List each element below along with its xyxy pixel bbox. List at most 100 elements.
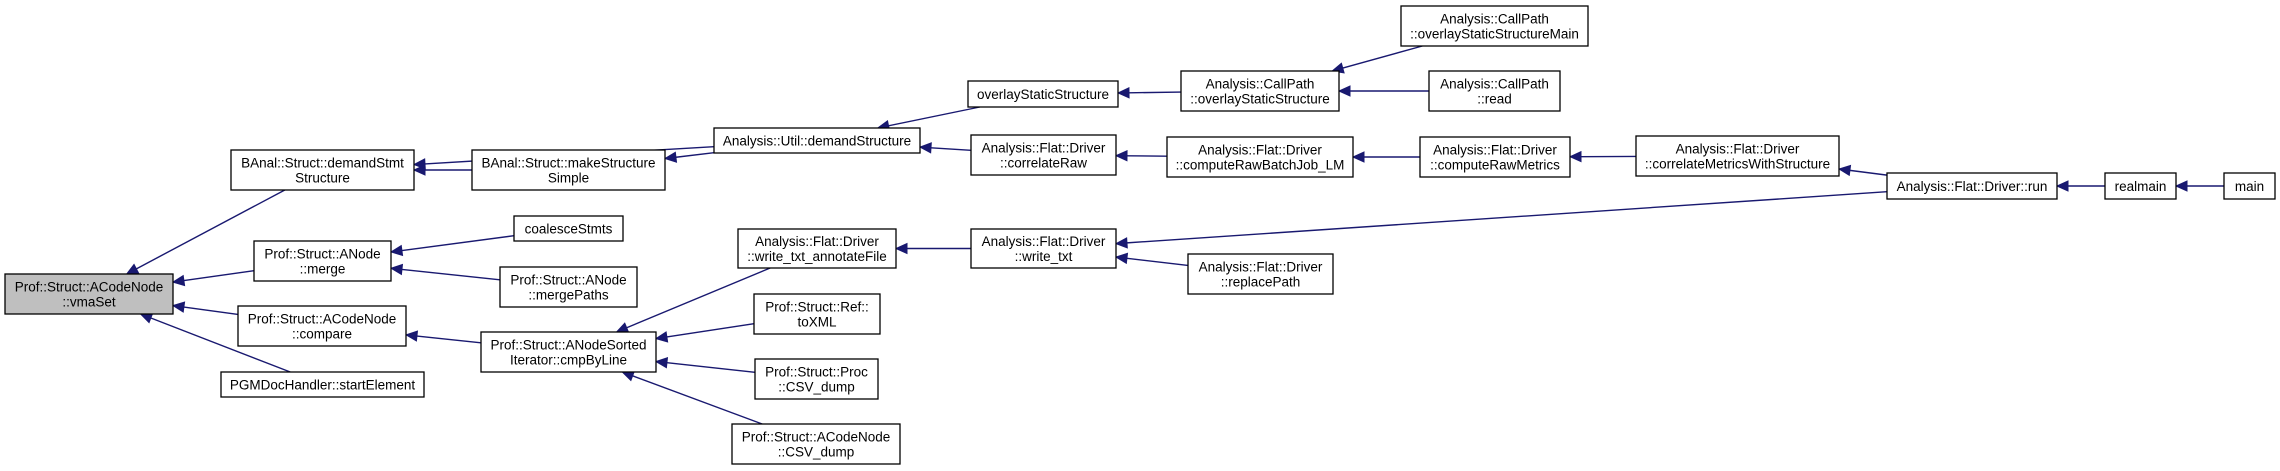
node-coalesce[interactable]: coalesceStmts	[513, 215, 624, 242]
node-label: ::overlayStaticStructureMain	[1410, 27, 1579, 42]
node-label: ::replacePath	[1221, 275, 1301, 290]
edge-cmpByLine-to-compare	[404, 330, 482, 344]
node-mergePaths[interactable]: Prof::Struct::ANode::mergePaths	[499, 266, 638, 308]
edge-merge-to-vmaSet	[171, 269, 255, 287]
arrowhead-icon	[171, 301, 186, 313]
edge-line	[1126, 191, 1888, 244]
node-label: PGMDocHandler::startElement	[230, 378, 416, 393]
node-realmain[interactable]: realmain	[2104, 172, 2177, 200]
edge-rawMetrics-to-batchLM	[1351, 151, 1420, 163]
arrowhead-icon	[918, 142, 932, 154]
arrowhead-icon	[654, 331, 669, 343]
node-label: ::CSV_dump	[778, 445, 855, 460]
arrowhead-icon	[389, 263, 404, 276]
node-box	[253, 240, 392, 282]
node-label: ::write_txt_annotateFile	[747, 249, 887, 264]
node-box	[754, 358, 879, 400]
node-label: Prof::Struct::ACodeNode	[742, 430, 891, 445]
edge-acnCsv-to-cmpByLine	[621, 370, 763, 425]
node-box	[967, 80, 1119, 108]
node-annotate[interactable]: Analysis::Flat::Driver::write_txt_annota…	[737, 228, 897, 269]
node-pgm[interactable]: PGMDocHandler::startElement	[220, 371, 425, 398]
edge-compare-to-vmaSet	[171, 301, 239, 316]
arrowhead-icon	[1837, 164, 1852, 177]
arrowhead-icon	[125, 263, 140, 275]
node-box	[713, 127, 921, 154]
node-box	[1400, 5, 1589, 47]
node-box	[220, 371, 425, 398]
edge-line	[930, 147, 972, 152]
node-cpMain[interactable]: Analysis::CallPath::overlayStaticStructu…	[1400, 5, 1589, 47]
node-corrMetrics[interactable]: Analysis::Flat::Driver::correlateMetrics…	[1635, 135, 1840, 177]
arrowhead-icon	[1114, 149, 1128, 162]
arrowhead-icon	[139, 312, 154, 324]
edge-procCsv-to-cmpByLine	[654, 357, 756, 374]
node-run[interactable]: Analysis::Flat::Driver::run	[1886, 172, 2058, 200]
edge-line	[183, 269, 255, 282]
node-batchLM[interactable]: Analysis::Flat::Driver::computeRawBatchJ…	[1166, 136, 1354, 178]
node-label: Prof::Struct::Proc	[765, 365, 868, 380]
node-cpOverlay[interactable]: Analysis::CallPath::overlayStaticStructu…	[1180, 70, 1340, 112]
node-label: Analysis::Flat::Driver::run	[1897, 179, 2048, 194]
node-box	[513, 215, 624, 242]
node-overlay[interactable]: overlayStaticStructure	[967, 80, 1119, 108]
node-box	[480, 331, 657, 373]
node-utilDemand[interactable]: Analysis::Util::demandStructure	[713, 127, 921, 154]
node-compare[interactable]: Prof::Struct::ACodeNode::compare	[237, 305, 407, 347]
edge-line	[626, 267, 771, 329]
node-cpRead[interactable]: Analysis::CallPath::read	[1428, 70, 1561, 112]
node-replacePath[interactable]: Analysis::Flat::Driver::replacePath	[1187, 253, 1334, 295]
node-corrRaw[interactable]: Analysis::Flat::Driver::correlateRaw	[970, 134, 1117, 176]
arrowhead-icon	[404, 330, 419, 342]
node-label: Analysis::Flat::Driver	[982, 141, 1106, 156]
edge-replacePath-to-writeTxt	[1114, 252, 1189, 267]
node-label: Prof::Struct::ANodeSorted	[490, 338, 646, 353]
edge-writeTxt-to-annotate	[894, 242, 971, 255]
node-label: ::CSV_dump	[778, 380, 855, 395]
node-label: overlayStaticStructure	[977, 87, 1109, 102]
node-label: ::write_txt	[1015, 249, 1073, 264]
arrowhead-icon	[2174, 180, 2188, 192]
node-label: Analysis::Flat::Driver	[1433, 143, 1557, 158]
nodes: Prof::Struct::ACodeNode::vmaSet BAnal::St…	[4, 5, 2276, 465]
arrowhead-icon	[663, 151, 678, 163]
node-writeTxt[interactable]: Analysis::Flat::Driver::write_txt	[970, 228, 1117, 269]
node-label: BAnal::Struct::makeStructure	[481, 156, 655, 171]
node-label: ::computeRawBatchJob_LM	[1176, 158, 1345, 173]
arrowhead-icon	[615, 322, 630, 333]
edge-corrRaw-to-utilDemand	[918, 142, 972, 154]
node-box	[1419, 136, 1571, 178]
edge-coalesce-to-merge	[389, 235, 515, 257]
arrowhead-icon	[894, 242, 908, 255]
node-acnCsv[interactable]: Prof::Struct::ACodeNode::CSV_dump	[731, 423, 901, 465]
node-label: ::overlayStaticStructure	[1190, 92, 1330, 107]
node-label: Analysis::Flat::Driver	[1199, 260, 1323, 275]
node-main[interactable]: main	[2223, 172, 2276, 200]
arrowhead-icon	[2055, 180, 2069, 192]
edge-annotate-to-cmpByLine	[615, 267, 771, 333]
node-box	[499, 266, 638, 308]
node-box	[1428, 70, 1561, 112]
node-rawMetrics[interactable]: Analysis::Flat::Driver::computeRawMetric…	[1419, 136, 1571, 178]
node-label: Analysis::CallPath	[1440, 77, 1549, 92]
node-toXML[interactable]: Prof::Struct::Ref::toXML	[753, 293, 881, 335]
node-procCsv[interactable]: Prof::Struct::Proc::CSV_dump	[754, 358, 879, 400]
node-label: Structure	[295, 171, 350, 186]
node-label: Analysis::CallPath	[1206, 77, 1315, 92]
node-cmpByLine[interactable]: Prof::Struct::ANodeSortedIterator::cmpBy…	[480, 331, 657, 373]
edge-run-to-writeTxt	[1114, 191, 1888, 249]
arrowhead-icon	[654, 357, 669, 369]
node-label: BAnal::Struct::demandStmt	[241, 156, 404, 171]
node-label: Analysis::Flat::Driver	[755, 234, 879, 249]
node-vmaSet[interactable]: Prof::Struct::ACodeNode::vmaSet	[4, 273, 174, 315]
node-box	[737, 228, 897, 269]
edge-line	[1128, 91, 1182, 94]
node-merge[interactable]: Prof::Struct::ANode::merge	[253, 240, 392, 282]
node-box	[731, 423, 901, 465]
edge-cpOverlay-to-overlay	[1116, 87, 1182, 99]
edge-line	[416, 335, 482, 344]
edge-line	[401, 268, 501, 281]
edge-utilDemand-to-makeSimple	[663, 151, 715, 163]
